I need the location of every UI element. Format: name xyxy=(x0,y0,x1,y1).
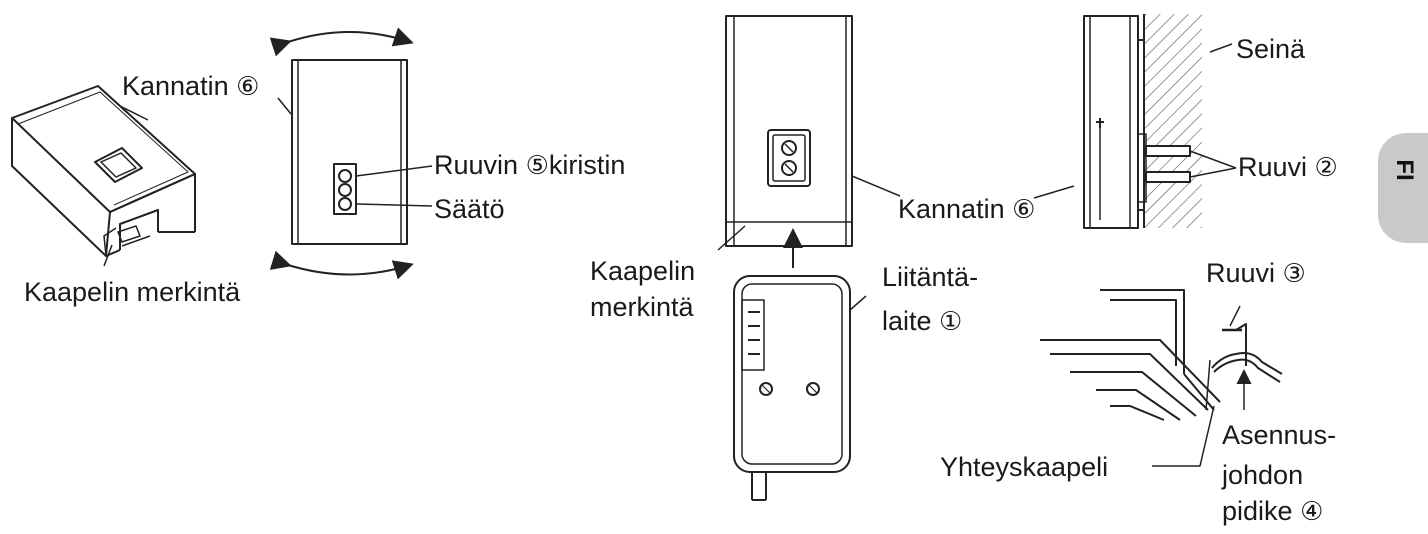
label-kannatin-mid: Kannatin ⑥ xyxy=(898,194,1036,224)
leader-kaapelin-left xyxy=(103,244,113,267)
leader-kaapelin-mid xyxy=(717,225,746,251)
adjust-arrow-top xyxy=(269,27,414,57)
leader-ruuvi2-b xyxy=(1189,167,1237,178)
leader-ruuvi3 xyxy=(1229,305,1241,327)
label-kaapelin-merkinta-left: Kaapelin merkintä xyxy=(24,277,241,307)
label-kaapelin-mid: Kaapelin xyxy=(590,256,696,286)
leader-seina xyxy=(1209,43,1233,53)
bracket-front-view xyxy=(291,59,408,245)
label-asennus: Asennus- xyxy=(1222,420,1337,450)
callout-1: ① xyxy=(939,306,963,336)
callout-3: ③ xyxy=(1282,258,1306,288)
wall-side-view xyxy=(1083,14,1202,229)
language-tab xyxy=(1378,133,1428,243)
leader-saato xyxy=(355,203,433,207)
callout-5: ⑤ xyxy=(525,150,549,180)
leader-ruuvi2-a xyxy=(1189,150,1237,169)
label-laite: laite ① xyxy=(882,306,963,336)
leader-kannatin-left xyxy=(119,105,149,121)
unit-assembly xyxy=(725,15,853,247)
callout-2: ② xyxy=(1314,152,1338,182)
label-saato: Säätö xyxy=(434,194,505,224)
label-pidike: pidike ④ xyxy=(1222,496,1324,526)
label-johdon: johdon xyxy=(1222,460,1304,490)
cable-holder-detail xyxy=(1040,289,1283,421)
language-tab-label: FI xyxy=(1391,159,1418,181)
label-kannatin-left: Kannatin ⑥ xyxy=(122,71,260,101)
callout-6-mid: ⑥ xyxy=(1012,194,1036,224)
adjust-arrow-bottom xyxy=(269,250,414,280)
label-ruuvi-3: Ruuvi ③ xyxy=(1206,258,1306,288)
bracket-perspective xyxy=(11,85,196,257)
label-liitanta: Liitäntä- xyxy=(882,262,979,292)
label-merkinta-mid: merkintä xyxy=(590,292,694,322)
leader-kannatin-right xyxy=(1033,185,1075,199)
terminal-box xyxy=(733,275,851,501)
leader-kannatin-mid xyxy=(851,175,901,197)
label-yhteyskaapeli: Yhteyskaapeli xyxy=(940,452,1109,482)
leader-yhteyskaapeli xyxy=(1152,405,1215,467)
label-ruuvin-kiristin: Ruuvin ⑤kiristin xyxy=(434,150,626,180)
callout-6-left: ⑥ xyxy=(236,71,260,101)
label-ruuvi-2: Ruuvi ② xyxy=(1238,152,1338,182)
leader-ruuvin-kiristin xyxy=(355,165,433,177)
leader-liitanta xyxy=(849,295,867,311)
label-seina: Seinä xyxy=(1236,34,1306,64)
callout-4: ④ xyxy=(1300,496,1324,526)
